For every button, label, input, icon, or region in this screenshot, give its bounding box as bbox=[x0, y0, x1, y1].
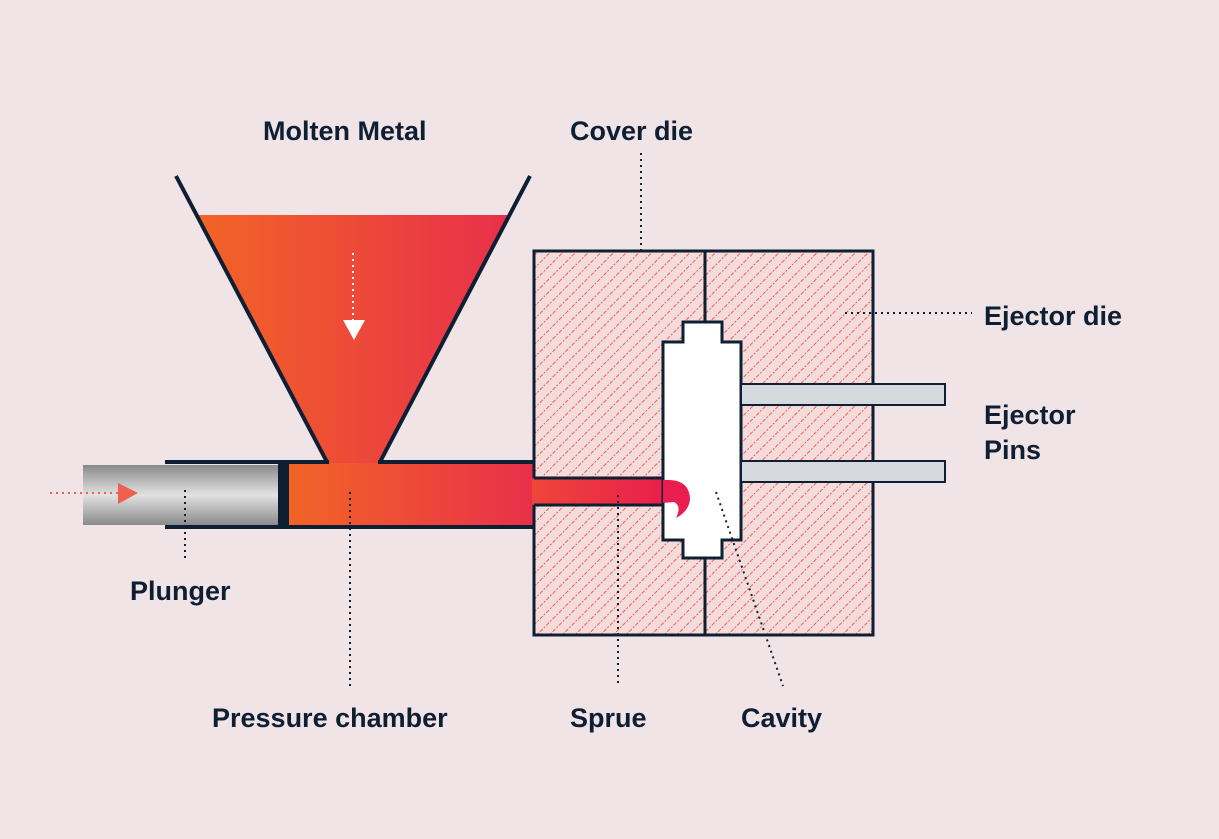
plunger-head bbox=[278, 464, 289, 526]
molten-metal-in-funnel bbox=[198, 215, 508, 463]
label-cavity: Cavity bbox=[741, 703, 822, 733]
die-outline bbox=[532, 249, 875, 637]
label-plunger: Plunger bbox=[130, 576, 231, 606]
label-ejector-die: Ejector die bbox=[984, 301, 1122, 331]
ejector-pin-upper bbox=[740, 383, 946, 406]
label-ejector-pins-2: Pins bbox=[984, 435, 1041, 465]
label-cover-die: Cover die bbox=[570, 116, 693, 146]
funnel-wall-left bbox=[174, 175, 329, 463]
ejector-pin-lower bbox=[740, 460, 946, 483]
plunger-rod bbox=[83, 465, 280, 525]
label-molten-metal: Molten Metal bbox=[263, 116, 427, 146]
plunger-motion-arrow-icon bbox=[118, 483, 138, 504]
label-pressure-chamber: Pressure chamber bbox=[212, 703, 448, 733]
label-ejector-pins-1: Ejector bbox=[984, 400, 1076, 430]
cavity bbox=[661, 320, 743, 560]
pressure-chamber-fill bbox=[288, 463, 534, 526]
molten-metal-entering-cavity bbox=[663, 479, 690, 518]
sprue-channel bbox=[532, 479, 665, 504]
funnel-wall-right bbox=[378, 175, 532, 463]
flow-arrow-down-icon bbox=[343, 320, 365, 340]
label-sprue: Sprue bbox=[570, 703, 647, 733]
leader-cavity bbox=[715, 491, 784, 687]
